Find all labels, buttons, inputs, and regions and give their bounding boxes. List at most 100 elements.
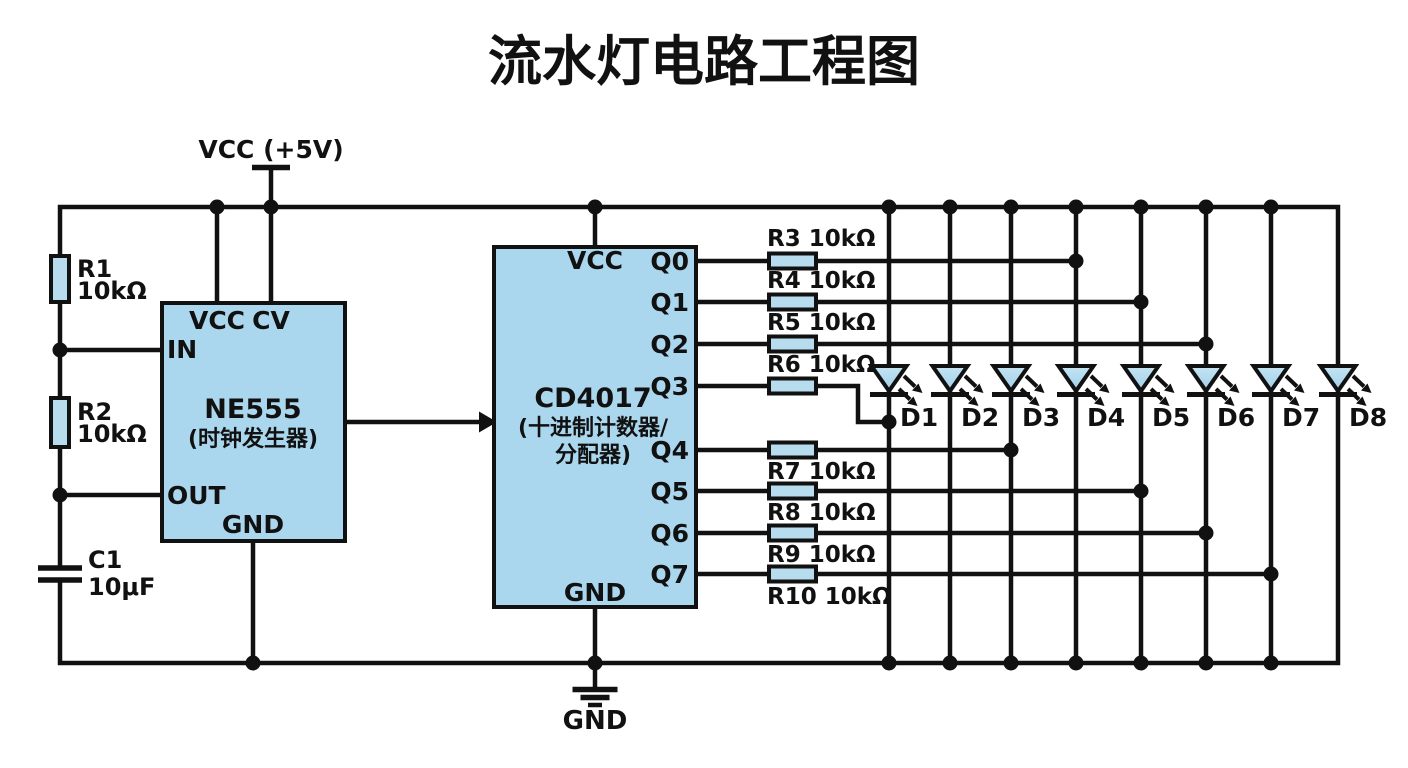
led-d7-label: D7 [1282, 403, 1320, 432]
junction-dot [881, 199, 897, 215]
page-title: 流水灯电路工程图 [488, 30, 920, 93]
resistor-r4: R4 10kΩ [767, 268, 876, 312]
junction-dot [587, 655, 603, 671]
resistor-r1-value: 10kΩ [77, 277, 147, 305]
cd4017-box [492, 245, 698, 609]
led-d1: D1 [870, 366, 938, 432]
cd4017-pin-vcc-label: VCC [567, 246, 623, 275]
resistor-r7: R7 10kΩ [767, 440, 876, 485]
ne555-name-label: NE555 [204, 394, 301, 425]
cd4017-pin-q1-label: Q1 [650, 288, 689, 317]
cd4017-pin-q4-label: Q4 [650, 436, 689, 465]
resistor-r5-body [767, 334, 818, 354]
cd4017-name-label: CD4017 [534, 383, 651, 414]
resistor-r8-body [767, 481, 818, 501]
junction-dot [52, 487, 68, 503]
led-d6-label: D6 [1217, 403, 1255, 432]
led-diode-icon [1252, 366, 1305, 406]
led-diode-icon [1187, 366, 1240, 406]
cd4017-description-line2: 分配器) [555, 443, 631, 468]
led-d8: D8 [1319, 366, 1387, 432]
junction-dot [245, 655, 261, 671]
junction-dot [1133, 655, 1149, 671]
junction-dot [1003, 199, 1019, 215]
resistor-r10-body [767, 564, 818, 584]
junction-dot [1003, 655, 1019, 671]
junction-dot [1198, 525, 1214, 541]
vcc-supply-label: VCC (+5V) [198, 135, 343, 164]
resistor-r3-label: R3 10kΩ [767, 226, 876, 252]
cd4017-pin-q6-label: Q6 [650, 519, 689, 548]
ne555-pin-in-label: IN [167, 335, 197, 364]
led-d4: D4 [1057, 366, 1125, 432]
resistor-r9-label: R9 10kΩ [767, 542, 876, 568]
resistor-r2-label: R2 [77, 398, 112, 426]
resistor-r3-body [767, 251, 818, 271]
led-diode-icon [1122, 366, 1175, 406]
led-diode-icon [870, 366, 923, 406]
junction-dot [1003, 442, 1019, 458]
junction-dot [1198, 655, 1214, 671]
led-d8-label: D8 [1349, 403, 1387, 432]
led-diode-icon [1319, 366, 1372, 406]
led-d4-label: D4 [1087, 403, 1125, 432]
resistor-r8: R8 10kΩ [767, 481, 876, 526]
cd4017-pin-q3-label: Q3 [650, 372, 689, 401]
resistor-r8-label: R8 10kΩ [767, 500, 876, 526]
ne555-pin-cv-label: CV [252, 306, 290, 335]
arrow-right-icon [479, 411, 497, 433]
led-d5-label: D5 [1152, 403, 1190, 432]
junction-dot [1068, 199, 1084, 215]
resistor-r3: R3 10kΩ [767, 226, 876, 271]
ne555-description-label: (时钟发生器) [188, 426, 318, 452]
resistor-r1: R1 10kΩ [49, 254, 147, 305]
resistor-r9: R9 10kΩ [767, 523, 876, 568]
led-d3-label: D3 [1022, 403, 1060, 432]
resistor-r6-label: R6 10kΩ [767, 352, 876, 378]
ground-symbol: GND [563, 663, 628, 736]
cd4017-chip: VCC CD4017 (十进制计数器/ 分配器) GND Q0 Q1 Q2 Q3… [492, 245, 698, 609]
resistor-r5: R5 10kΩ [767, 310, 876, 354]
vcc-supply: VCC (+5V) [198, 135, 344, 207]
junction-dot [1263, 655, 1279, 671]
junction-dot [1198, 336, 1214, 352]
led-diode-icon [1057, 366, 1110, 406]
resistor-r4-label: R4 10kΩ [767, 268, 876, 294]
ne555-pin-vcc-label: VCC [189, 306, 245, 335]
resistor-r7-label: R7 10kΩ [767, 459, 876, 485]
resistor-r4-body [767, 292, 818, 312]
resistor-r10-label: R10 10kΩ [767, 584, 892, 610]
junction-dot [942, 655, 958, 671]
junction-dot [263, 199, 279, 215]
ne555-chip: VCC CV IN NE555 (时钟发生器) OUT GND [160, 301, 347, 543]
ne555-pin-out-label: OUT [167, 481, 226, 510]
capacitor-c1-label: C1 [88, 546, 122, 574]
junction-dots [52, 199, 1279, 671]
junction-dot [1263, 566, 1279, 582]
junction-dot [1133, 483, 1149, 499]
resistor-r6-body [767, 376, 818, 396]
junction-dot [881, 414, 897, 430]
capacitor-c1: C1 10μF [38, 546, 155, 601]
junction-dot [1133, 294, 1149, 310]
led-diode-icon [931, 366, 984, 406]
ground-label: GND [563, 706, 628, 736]
resistor-r5-label: R5 10kΩ [767, 310, 876, 336]
cd4017-pin-q7-label: Q7 [650, 560, 689, 589]
led-d2-label: D2 [961, 403, 999, 432]
resistor-r6: R6 10kΩ [767, 352, 876, 396]
led-d7: D7 [1252, 366, 1320, 432]
resistor-r10: R10 10kΩ [767, 564, 892, 610]
led-d2: D2 [931, 366, 999, 432]
cd4017-pin-q0-label: Q0 [650, 247, 689, 276]
capacitor-c1-value: 10μF [88, 573, 155, 601]
led-d1-label: D1 [900, 403, 938, 432]
cd4017-description-line1: (十进制计数器/ [518, 415, 669, 441]
junction-dot [1133, 199, 1149, 215]
resistor-r9-body [767, 523, 818, 543]
junction-dot [587, 199, 603, 215]
resistor-r2: R2 10kΩ [49, 396, 147, 449]
junction-dot [1198, 199, 1214, 215]
junction-dot [1068, 655, 1084, 671]
